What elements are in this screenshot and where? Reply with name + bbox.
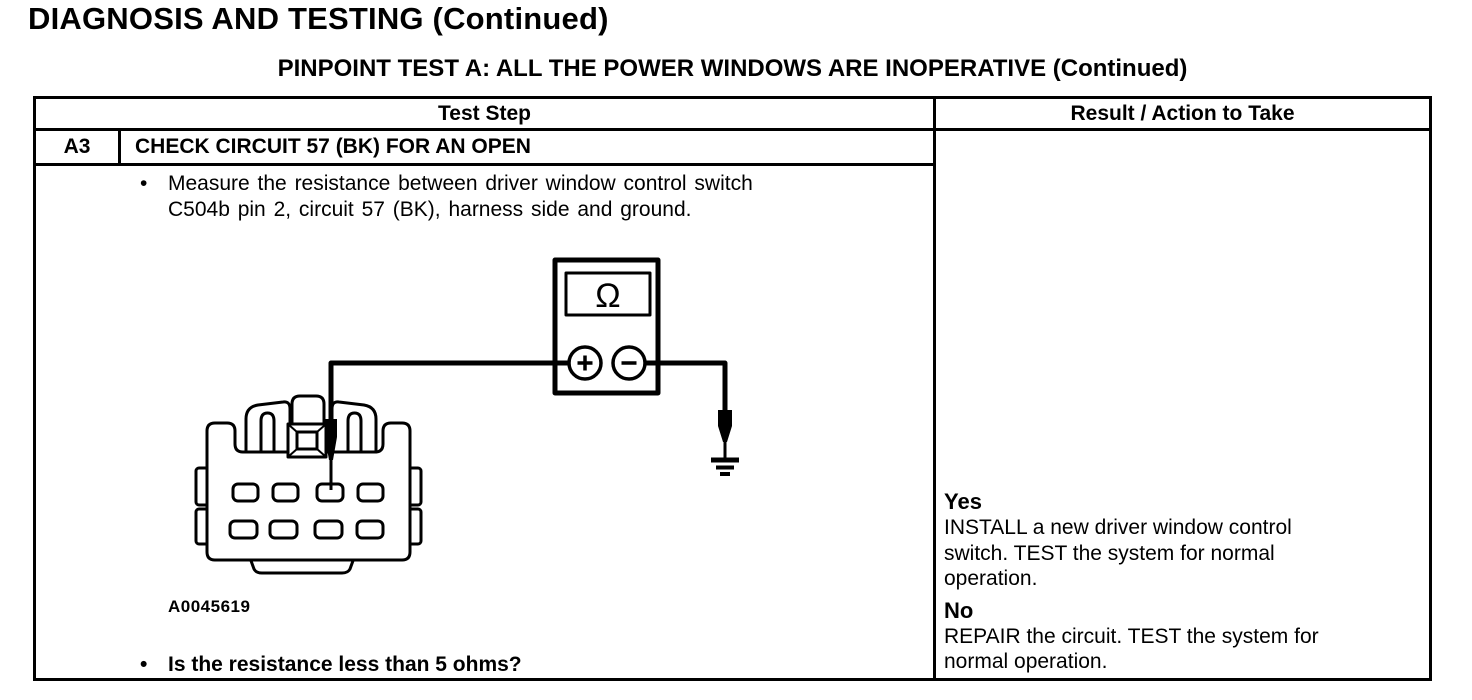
negative-test-lead [634, 360, 728, 415]
connector-bottom-tab [248, 556, 356, 575]
connector-right-slot [346, 411, 363, 452]
connector-pin [313, 519, 344, 540]
connector-pin [355, 519, 385, 540]
positive-test-lead [328, 360, 580, 420]
ohm-symbol: Ω [595, 277, 620, 315]
question-text: Is the resistance less than 5 ohms? [168, 653, 522, 676]
connector-pin [271, 482, 300, 503]
connector-right-wing [330, 400, 378, 454]
step-title: CHECK CIRCUIT 57 (BK) FOR AN OPEN [135, 135, 531, 158]
minus-terminal-icon [611, 345, 647, 381]
connector-latch-tab [290, 394, 326, 426]
ground-symbol-icon [711, 457, 739, 476]
connector-pin [268, 519, 299, 540]
result-yes-label: Yes [944, 489, 982, 514]
column-header-test-step: Test Step [36, 99, 933, 131]
result-column: Result / Action to Take Yes INSTALL a ne… [936, 99, 1429, 678]
connector-pins [228, 482, 385, 540]
connector-latch-inner [295, 430, 319, 451]
column-header-result: Result / Action to Take [936, 99, 1429, 131]
instruction-text: Measure the resistance between driver wi… [168, 172, 753, 221]
step-header-row: A3 CHECK CIRCUIT 57 (BK) FOR AN OPEN [36, 131, 933, 166]
connector-drawing [194, 394, 423, 575]
figure-label: A0045619 [168, 597, 251, 616]
test-connection-diagram: Ω [194, 257, 739, 575]
bullet-icon: • [140, 172, 148, 195]
plus-terminal-icon [567, 345, 603, 381]
pinpoint-test-title: PINPOINT TEST A: ALL THE POWER WINDOWS A… [277, 55, 1188, 82]
connector-left-slot [259, 411, 276, 452]
ohmmeter-display [564, 271, 652, 317]
result-no-label: No [944, 597, 974, 623]
connector-pin [231, 482, 260, 503]
page-title: DIAGNOSIS AND TESTING (Continued) [28, 1, 609, 36]
connector-left-wing [244, 400, 292, 454]
connector-pin [228, 519, 259, 540]
probe-tip [325, 419, 337, 460]
probe-tip [718, 410, 732, 442]
step-id: A3 [36, 131, 121, 163]
connector-latch-bevels [288, 424, 326, 457]
instruction-bullet: • Measure the resistance between driver … [140, 171, 753, 223]
test-step-column: Test Step A3 CHECK CIRCUIT 57 (BK) FOR A… [36, 99, 936, 678]
question-bullet: • Is the resistance less than 5 ohms? [140, 653, 522, 677]
ground-probe [711, 410, 739, 476]
connector-probe [325, 419, 337, 490]
connector-pin [356, 482, 385, 503]
step-body-cell: • Measure the resistance between driver … [36, 166, 933, 678]
pinpoint-test-table: Test Step A3 CHECK CIRCUIT 57 (BK) FOR A… [33, 96, 1432, 681]
bullet-icon: • [140, 653, 148, 676]
